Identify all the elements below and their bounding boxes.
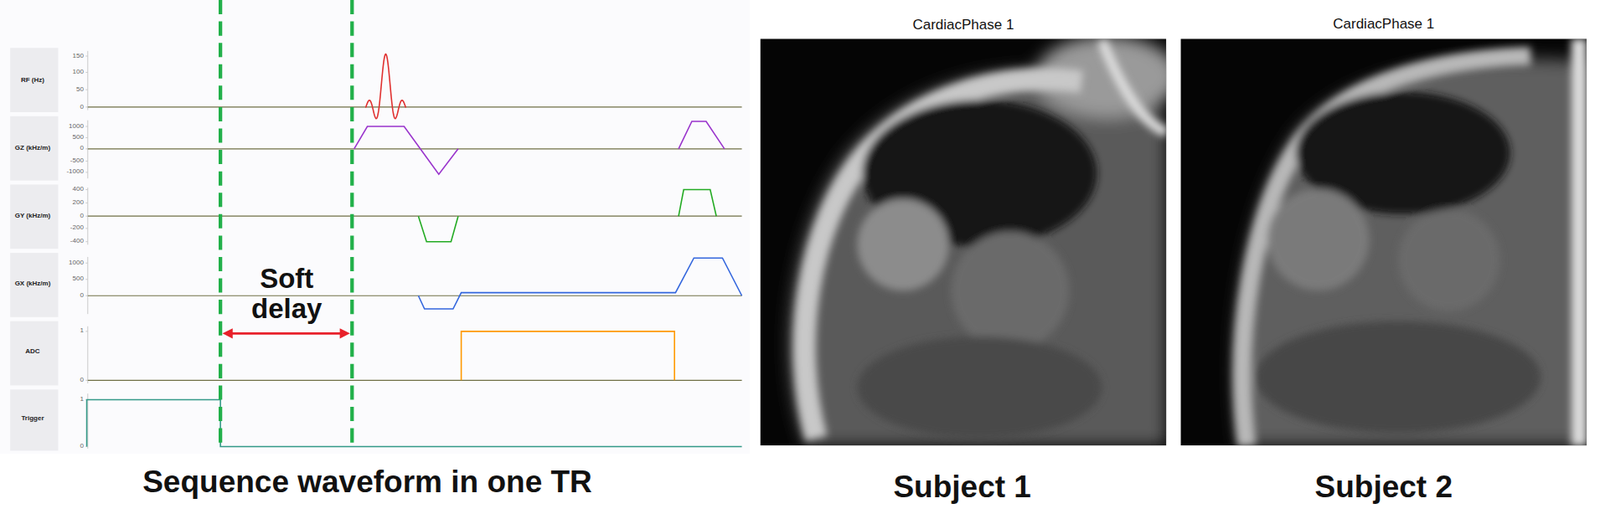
mri-image <box>759 38 1167 446</box>
tick-value: -500 <box>70 157 84 166</box>
row-label: GX (kHz/m) <box>15 280 52 289</box>
subject-label: Subject 1 <box>892 470 1032 506</box>
tick-value: 100 <box>72 68 84 77</box>
tick-value: 500 <box>72 134 84 142</box>
plot-ground <box>0 0 750 455</box>
tick-value: 50 <box>76 86 84 94</box>
tick-value: 1000 <box>68 123 84 131</box>
tick-value: 1 <box>79 396 83 404</box>
row-label: GZ (kHz/m) <box>15 144 51 153</box>
tick-value: -400 <box>70 237 84 246</box>
delay-label: Soft delay <box>236 263 337 326</box>
delay-arrow <box>222 328 351 339</box>
gy-waveform <box>418 190 717 243</box>
tick-value: 200 <box>72 199 84 207</box>
timing-markers <box>220 0 352 450</box>
adc-window <box>461 331 676 381</box>
row-label: GY (kHz/m) <box>15 212 52 221</box>
tick-value: 1000 <box>68 259 84 268</box>
subject-label: Subject 2 <box>1315 470 1454 506</box>
trigger-signal <box>87 399 743 447</box>
tick-value: 0 <box>79 212 83 221</box>
tick-value: -200 <box>70 224 84 233</box>
mri-image <box>1180 38 1587 446</box>
image-title: CardiacPhase 1 <box>912 17 1014 34</box>
gx-waveform <box>418 258 742 310</box>
tick-value: 150 <box>72 52 84 61</box>
row-label: Trigger <box>20 415 44 424</box>
gz-waveform <box>354 121 725 175</box>
tick-value: 0 <box>79 443 83 451</box>
tick-value: 0 <box>79 376 83 385</box>
row-label-panels <box>10 47 58 451</box>
baselines <box>87 107 743 381</box>
rf-pulse <box>365 54 407 119</box>
tick-value: 1 <box>79 327 83 336</box>
image-title: CardiacPhase 1 <box>1332 16 1435 33</box>
row-label: RF (Hz) <box>20 77 45 85</box>
row-label: ADC <box>25 348 40 357</box>
tick-value: 400 <box>72 185 84 194</box>
axes <box>85 51 88 450</box>
tick-value: 0 <box>79 144 83 153</box>
tick-value: -1000 <box>66 168 83 176</box>
tick-value: 0 <box>79 103 83 112</box>
figure-caption: Sequence waveform in one TR <box>142 465 593 501</box>
tick-value: 500 <box>72 275 84 284</box>
tick-value: 0 <box>79 292 83 300</box>
